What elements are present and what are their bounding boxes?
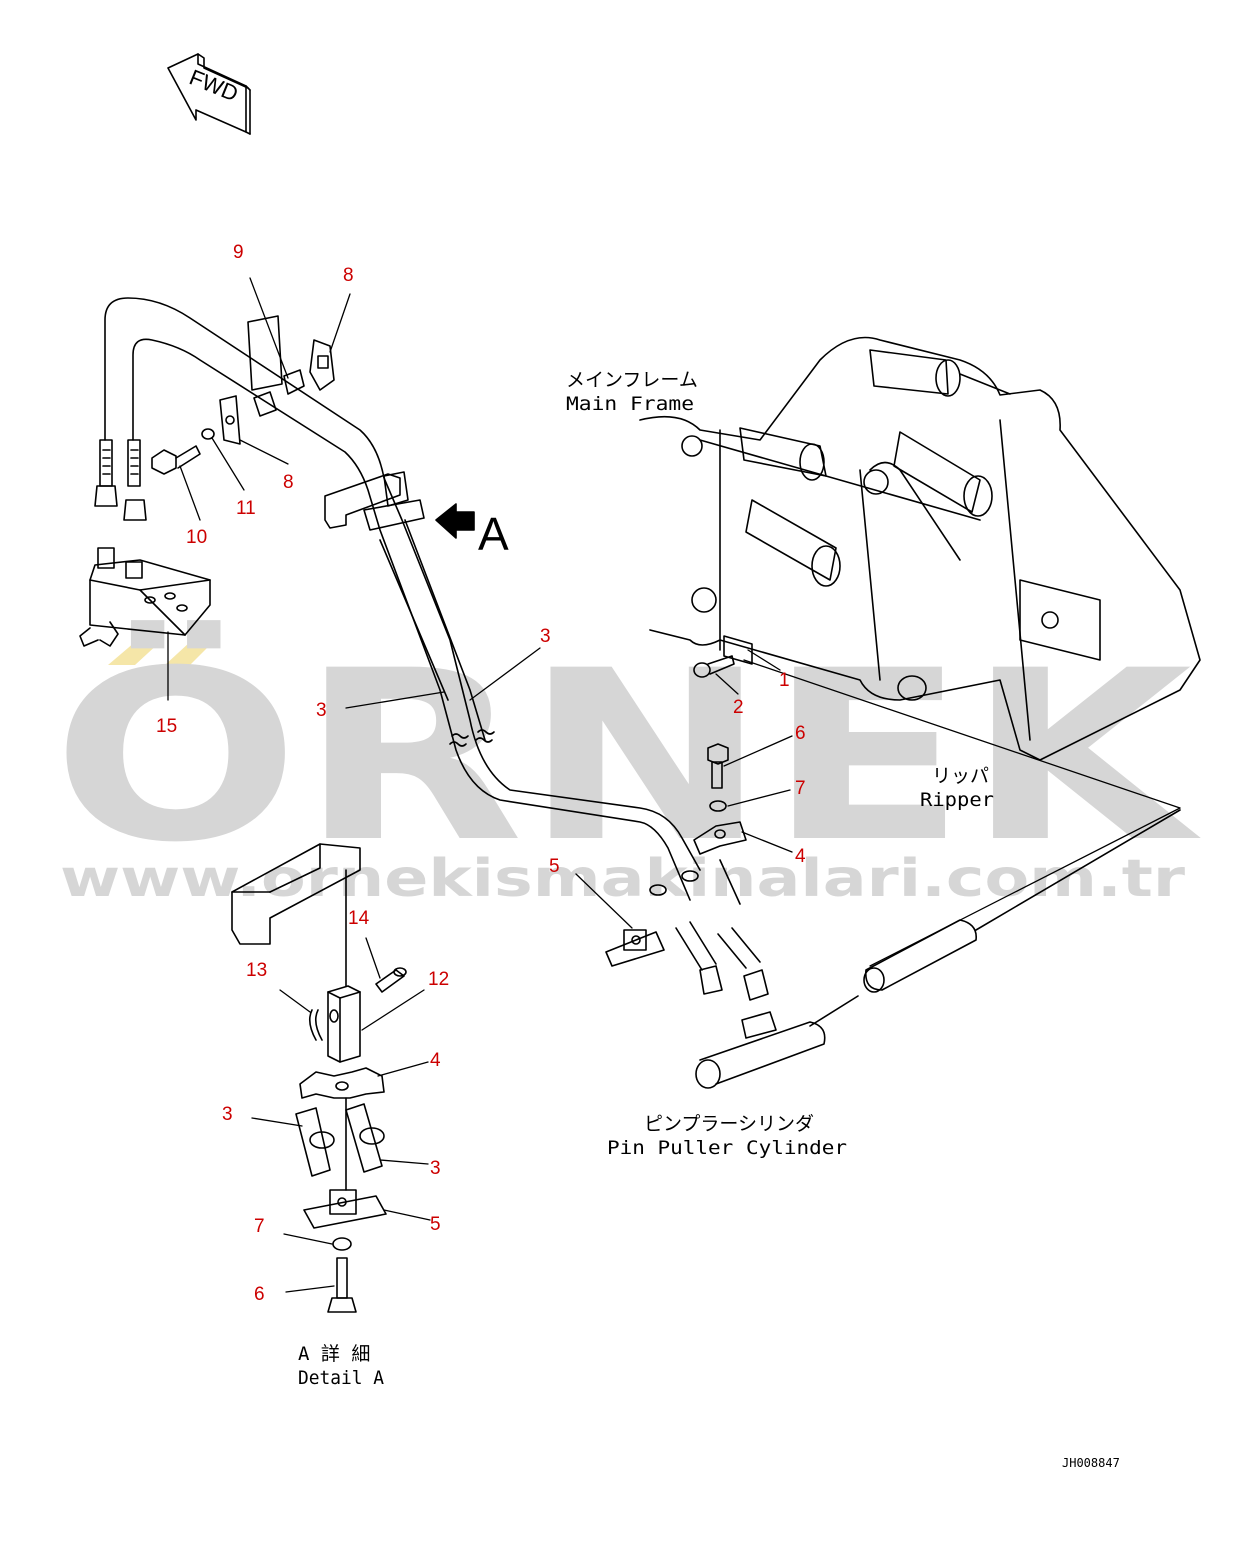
leader-lines — [167, 277, 1181, 1293]
clamp-4-detail-icon — [299, 1067, 385, 1099]
callout-8-upper: 8 — [343, 265, 354, 286]
cylinder-hose-ends — [675, 859, 769, 1001]
callout-7-detail: 7 — [254, 1216, 265, 1237]
pin-puller-cylinder — [695, 809, 1181, 1089]
clamp-8-lower-icon — [219, 395, 241, 445]
callout-3-detail-right: 3 — [430, 1158, 441, 1179]
callout-5-right: 5 — [549, 856, 560, 877]
hose-assembly — [104, 297, 701, 901]
forward-arrow-icon — [167, 53, 251, 135]
watermark-brand: ÖRNEK — [52, 619, 1202, 894]
spacers — [649, 870, 699, 896]
clamp-5-detail-icon — [303, 1097, 387, 1229]
callout-15: 15 — [156, 716, 177, 737]
hose-end-fittings — [94, 439, 147, 521]
callout-6-right: 6 — [795, 723, 806, 744]
callout-1: 1 — [779, 670, 790, 691]
pin-14-icon — [375, 967, 407, 993]
callout-11: 11 — [236, 498, 256, 519]
callout-numbers: 9 8 8 10 11 15 3 3 1 2 6 7 4 5 14 13 12 … — [156, 242, 806, 1305]
callout-9: 9 — [233, 242, 244, 263]
callout-6-detail: 6 — [254, 1284, 265, 1305]
callout-3-detail-left: 3 — [222, 1104, 233, 1125]
clamp-5-right-icon — [605, 929, 665, 967]
bolt-10-icon — [151, 445, 201, 475]
callout-3-left: 3 — [316, 700, 327, 721]
bolt-6-detail-icon — [327, 1257, 357, 1313]
hose-sections-detail — [295, 1103, 385, 1177]
caption-detail-en: Detail A — [298, 1367, 385, 1389]
caption-pin-puller-en: Pin Puller Cylinder — [607, 1137, 847, 1159]
valve-block — [79, 547, 211, 647]
washer-11-icon — [201, 428, 215, 440]
callout-8-lower: 8 — [283, 472, 294, 493]
hose-bracket — [324, 471, 425, 531]
callout-5-detail: 5 — [430, 1214, 441, 1235]
bolt-2-icon — [693, 655, 735, 678]
callout-7-right: 7 — [795, 778, 806, 799]
watermark-url: www.ornekismakinalari.com.tr — [60, 849, 1185, 909]
captions: メインフレーム Main Frame リッパ Ripper ピンプラーシリンダ … — [298, 369, 1120, 1470]
callout-4-detail: 4 — [430, 1050, 441, 1071]
callout-4-right: 4 — [795, 846, 806, 867]
caption-detail-jp: A 詳 細 — [298, 1343, 370, 1365]
washer-7-detail-icon — [332, 1237, 352, 1251]
callout-13: 13 — [246, 960, 267, 981]
plate-1-icon — [723, 635, 753, 665]
caption-ripper-en: Ripper — [920, 789, 994, 811]
callout-3-upper: 3 — [540, 626, 551, 647]
callout-10: 10 — [186, 527, 207, 548]
watermark-umlaut-left — [108, 642, 160, 665]
callout-2: 2 — [733, 697, 744, 718]
view-a-arrow-icon — [435, 503, 475, 539]
plate-9-icon — [247, 315, 305, 417]
detail-a-bracket — [231, 843, 361, 987]
drawing-code: JH008847 — [1062, 1456, 1120, 1470]
washer-7-right-icon — [709, 800, 727, 812]
clamp-4-right-icon — [693, 821, 747, 855]
watermark: ÖRNEK www.ornekismakinalari.com.tr — [52, 619, 1202, 909]
caption-pin-puller-jp: ピンプラーシリンダ — [644, 1113, 814, 1135]
view-a-label: A — [478, 508, 509, 560]
clamp-8-upper-icon — [309, 339, 335, 391]
ripper-cylinders — [739, 349, 1011, 587]
caption-ripper-jp: リッパ — [932, 765, 989, 787]
callout-12: 12 — [428, 969, 449, 990]
watermark-umlaut-right — [165, 642, 213, 665]
callout-14: 14 — [348, 908, 370, 929]
bolt-6-right-icon — [707, 743, 729, 789]
cotter-pin-13-icon — [308, 1009, 323, 1041]
caption-main-frame-jp: メインフレーム — [566, 369, 698, 391]
block-12-icon — [327, 985, 361, 1063]
caption-main-frame-en: Main Frame — [566, 393, 694, 415]
